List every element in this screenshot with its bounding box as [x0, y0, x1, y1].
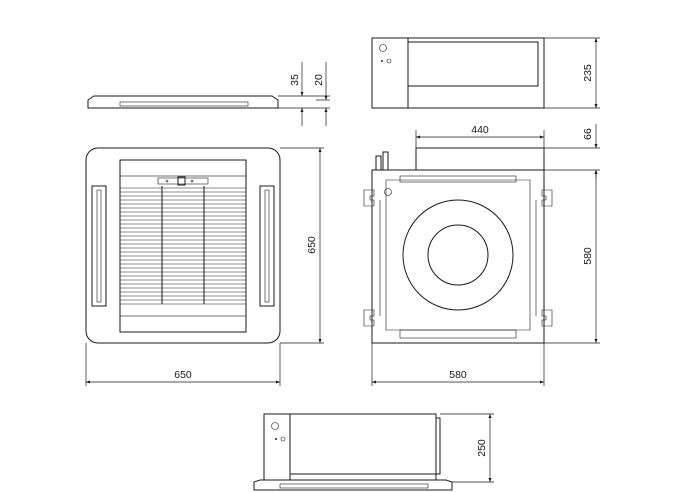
dimension-box-offset: 66 — [544, 124, 600, 178]
dimension-body-depth: 580 — [544, 170, 600, 343]
dim-label-650-horizontal: 650 — [174, 369, 192, 381]
dim-label-66: 66 — [582, 128, 594, 140]
dim-label-440: 440 — [471, 124, 489, 136]
dim-label-20: 20 — [313, 74, 325, 86]
dimension-front-width: 650 — [86, 343, 280, 386]
dimension-panel-thickness: 35 — [289, 62, 302, 126]
unit-side-view-top — [372, 38, 600, 108]
air-grille-louvres — [120, 188, 246, 304]
dim-label-650-vertical: 650 — [306, 236, 318, 254]
panel-front-view — [86, 148, 280, 343]
dim-label-580-horizontal: 580 — [449, 369, 467, 381]
unit-body-plan-view — [364, 148, 552, 343]
dimension-front-height: 650 — [280, 148, 324, 343]
dimension-panel-edge: 20 — [313, 62, 330, 126]
dim-label-580-vertical: 580 — [582, 247, 594, 265]
dim-label-35: 35 — [289, 74, 301, 86]
dim-label-235: 235 — [582, 64, 594, 82]
dim-label-250: 250 — [476, 439, 488, 457]
dimension-box-width: 440 — [416, 124, 544, 148]
dimension-top-view-height: 235 — [582, 38, 596, 108]
panel-side-view — [88, 96, 330, 108]
dimension-body-width: 580 — [372, 343, 544, 386]
dimension-bottom-view-height: 250 — [476, 414, 490, 482]
unit-side-view-bottom — [254, 414, 494, 490]
